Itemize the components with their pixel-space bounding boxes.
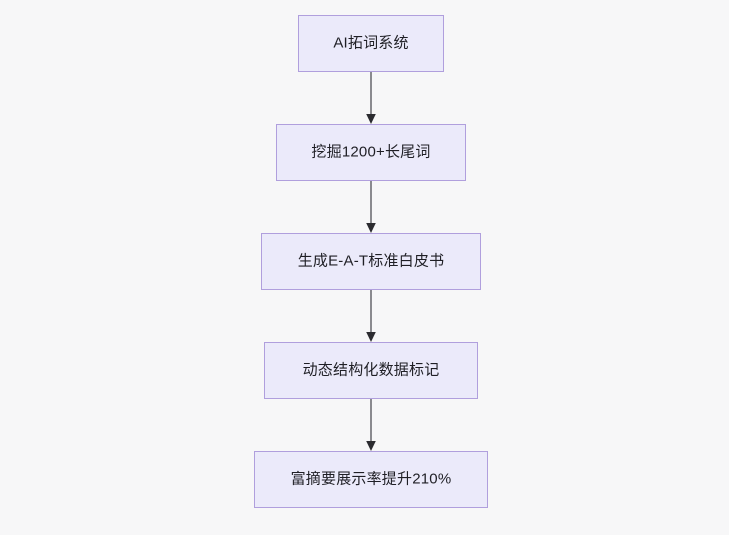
flow-node-generate-eat-whitepaper[interactable]: 生成E-A-T标准白皮书: [261, 233, 481, 290]
flow-node-label: AI拓词系统: [333, 34, 409, 52]
arrowhead-icon: [366, 223, 376, 233]
flow-node-label: 富摘要展示率提升210%: [290, 470, 452, 488]
arrowhead-icon: [366, 114, 376, 124]
flow-node-dynamic-structured-data-markup[interactable]: 动态结构化数据标记: [264, 342, 478, 399]
arrowhead-icon: [366, 441, 376, 451]
flow-node-rich-snippet-impression-uplift[interactable]: 富摘要展示率提升210%: [254, 451, 488, 508]
edge-node2-node3: [366, 181, 376, 233]
flow-node-label: 挖掘1200+长尾词: [311, 143, 431, 161]
flow-node-ai-keyword-system[interactable]: AI拓词系统: [298, 15, 444, 72]
edge-node3-node4: [366, 290, 376, 342]
flow-node-label: 动态结构化数据标记: [302, 361, 440, 379]
flow-node-label: 生成E-A-T标准白皮书: [297, 252, 445, 270]
edge-node1-node2: [366, 72, 376, 124]
flow-node-mine-longtail-keywords[interactable]: 挖掘1200+长尾词: [276, 124, 466, 181]
edge-node4-node5: [366, 399, 376, 451]
arrowhead-icon: [366, 332, 376, 342]
